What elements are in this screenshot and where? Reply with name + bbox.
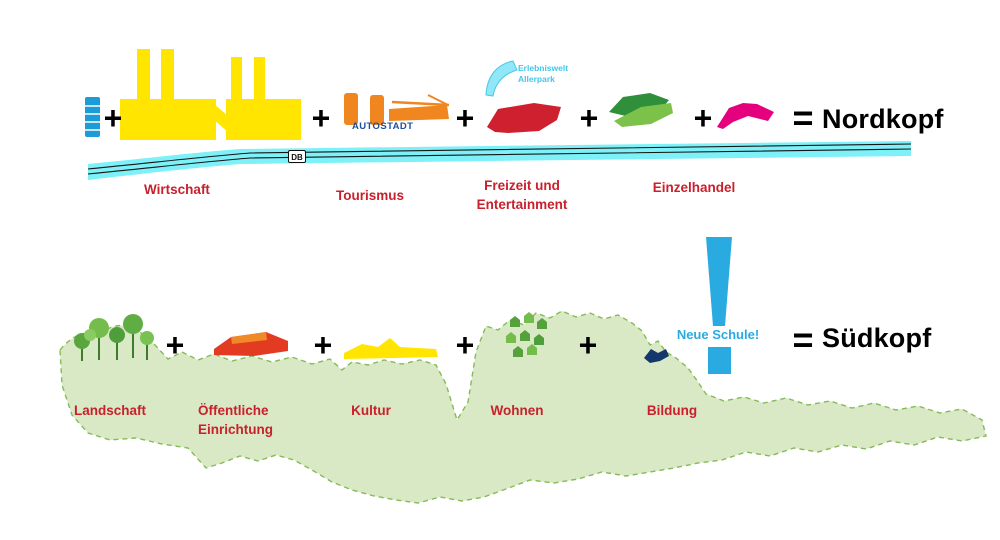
plus-operator-8: +	[455, 327, 475, 363]
landmass-shape	[59, 310, 987, 504]
autostadt-label: AUTOSTADT	[352, 121, 414, 132]
plus-operator-1: +	[103, 100, 123, 136]
category-label-freizeit: Freizeit und Entertainment	[462, 176, 582, 214]
plus-operator-9: +	[578, 327, 598, 363]
erlebniswelt-icon	[485, 60, 518, 97]
canal-band	[88, 141, 911, 180]
plus-operator-2: +	[311, 100, 331, 136]
blue-tower-icon	[85, 97, 100, 137]
category-label-freizeit-line2: Entertainment	[476, 197, 568, 212]
plus-operator-5: +	[693, 100, 713, 136]
plus-operator-7: +	[313, 327, 333, 363]
category-label-oeffentliche-line2: Einrichtung	[198, 422, 273, 437]
equals-operator-nordkopf: =	[792, 97, 814, 138]
housing-icon	[506, 312, 547, 357]
category-label-kultur: Kultur	[351, 403, 391, 418]
nordkopf-title: Nordkopf	[822, 104, 944, 134]
neue-schule-label: Neue Schule!	[676, 327, 760, 342]
equals-operator-suedkopf: =	[792, 319, 814, 360]
power-plant-icon	[120, 49, 301, 140]
erlebniswelt-label-line2: Allerpark	[518, 74, 555, 84]
category-label-tourismus: Tourismus	[335, 188, 404, 203]
category-label-einzelhandel: Einzelhandel	[652, 180, 736, 195]
category-label-oeffentliche-line1: Öffentliche	[198, 403, 269, 418]
plus-operator-3: +	[455, 100, 475, 136]
landscape-trees-icon	[74, 314, 154, 361]
erlebniswelt-label: Erlebniswelt Allerpark	[518, 63, 568, 85]
neue-schule-icon	[706, 237, 732, 374]
kultur-icon	[344, 338, 438, 359]
category-label-freizeit-line1: Freizeit und	[484, 178, 560, 193]
public-building-icon	[214, 332, 288, 356]
category-label-wohnen: Wohnen	[490, 403, 544, 418]
designer-outlet-icon	[717, 103, 774, 129]
railway-line	[87, 143, 912, 175]
suedkopf-title: Südkopf	[822, 323, 932, 353]
erlebniswelt-label-line1: Erlebniswelt	[518, 63, 569, 73]
autostadt-icon	[344, 93, 450, 125]
einzelhandel-icon	[609, 93, 673, 127]
category-label-oeffentliche-einrichtung: Öffentliche Einrichtung	[198, 401, 298, 439]
bildung-icon	[644, 349, 669, 363]
category-label-wirtschaft: Wirtschaft	[144, 182, 210, 197]
plus-operator-4: +	[579, 100, 599, 136]
category-label-landschaft: Landschaft	[73, 403, 146, 418]
plus-operator-6: +	[165, 327, 185, 363]
db-logo: DB	[288, 150, 306, 163]
phaeno-icon	[487, 103, 561, 133]
category-label-bildung: Bildung	[646, 403, 698, 418]
